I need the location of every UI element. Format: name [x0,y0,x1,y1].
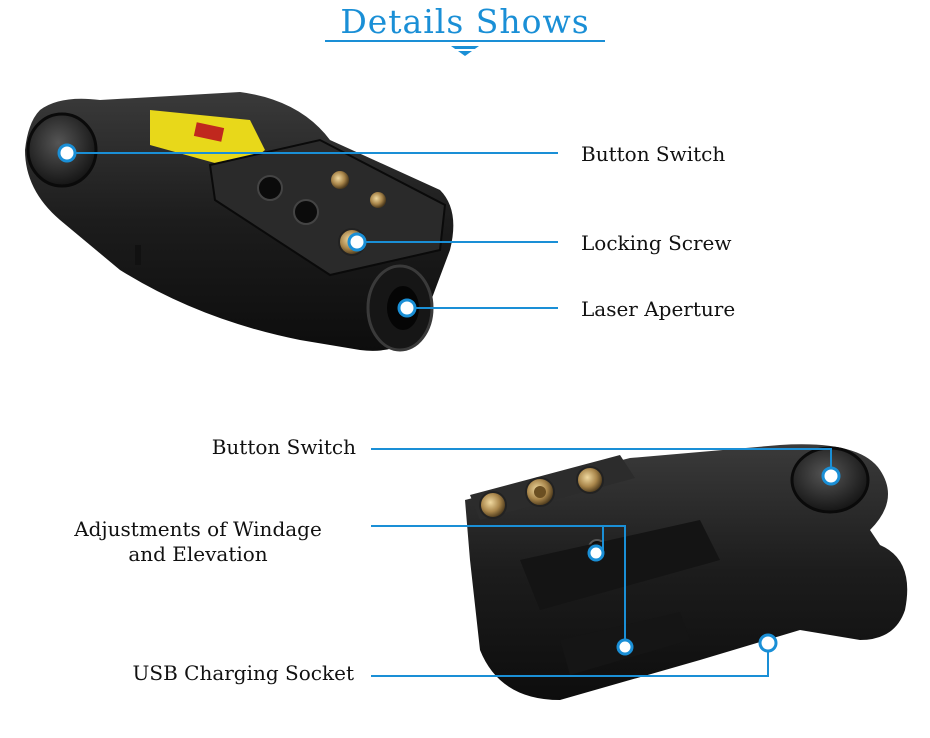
callout-dot-usb-socket [758,633,778,653]
callout-dot-button-switch-bottom [821,466,841,486]
page-title: Details Shows [340,2,590,41]
callout-dots [57,143,841,656]
callout-dot-locking-screw [347,232,367,252]
callout-dot-button-switch-top [57,143,77,163]
callout-label-usb-socket: USB Charging Socket [132,661,354,685]
callout-label-windage-line2: and Elevation [128,542,268,566]
callout-label-laser-aperture: Laser Aperture [581,297,736,321]
callout-label-locking-screw: Locking Screw [581,231,732,255]
callout-lines [67,152,832,677]
callout-dot-elevation [616,638,634,656]
laser-device-bottom-view [465,444,908,700]
title-underline [325,40,605,56]
callout-label-windage-line1: Adjustments of Windage [74,517,322,541]
callout-dot-windage [587,544,605,562]
callout-label-button-switch-bottom: Button Switch [211,435,356,459]
callout-label-button-switch-top: Button Switch [581,142,726,166]
laser-device-top-view [25,92,454,352]
callout-dot-laser-aperture [397,298,417,318]
